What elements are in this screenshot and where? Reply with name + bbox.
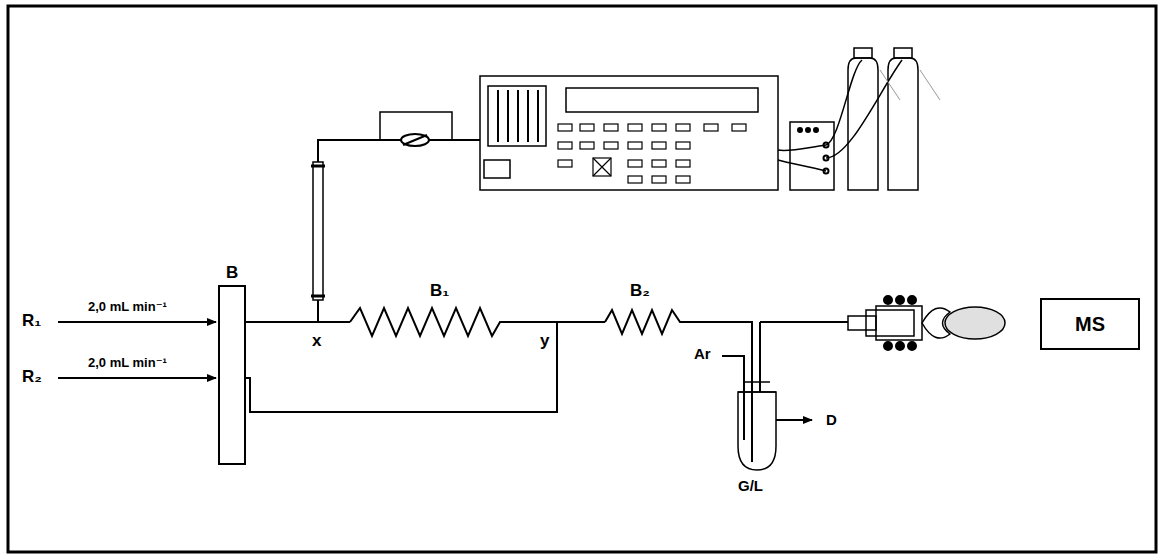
reagent-label: R₂ [22, 368, 42, 385]
junction-label: y [540, 332, 549, 349]
separator-label: G/L [738, 478, 763, 493]
ms-detector-box: MS [1040, 298, 1140, 350]
coil-label: B₂ [630, 282, 650, 299]
gas-label: Ar [694, 346, 711, 361]
node-title: MS [1075, 314, 1105, 334]
reagent-label: R₁ [22, 312, 41, 329]
node-title: B [226, 264, 238, 281]
drain-label: D [826, 412, 837, 427]
junction-label: x [312, 332, 321, 349]
flow-rate: 2,0 mL min⁻¹ [88, 300, 167, 313]
coil-label: B₁ [430, 282, 449, 299]
pump-box: B [218, 285, 246, 465]
flow-rate: 2,0 mL min⁻¹ [88, 356, 167, 369]
